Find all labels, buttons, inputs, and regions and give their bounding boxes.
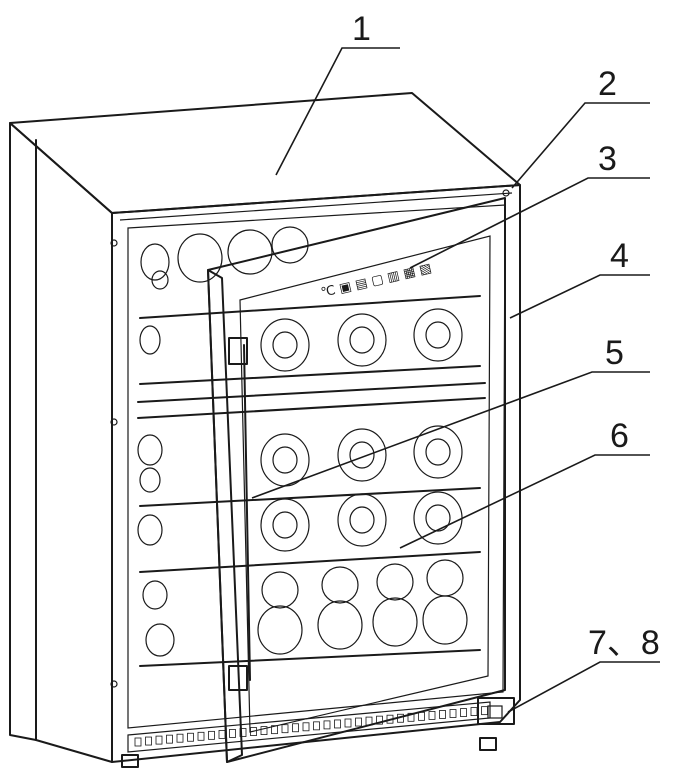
vent-grille xyxy=(127,701,491,753)
vent-hole xyxy=(470,707,478,716)
control-panel: ℃ ▣ ▤ ▢ ▥ ▦ ▧ xyxy=(320,261,434,301)
vent-hole xyxy=(386,714,394,724)
control-panel-display: ℃ ▣ ▤ ▢ ▥ ▦ ▧ xyxy=(320,261,434,301)
vent-hole xyxy=(260,726,268,735)
vent-hole xyxy=(208,730,215,740)
callout-3: 3 xyxy=(598,140,617,178)
vent-hole xyxy=(323,720,331,730)
vent-hole xyxy=(166,734,173,744)
door-handle xyxy=(228,337,251,691)
vent-hole xyxy=(292,723,299,733)
interior-shelves xyxy=(137,226,486,667)
vent-hole xyxy=(239,728,247,737)
vent-hole xyxy=(145,736,152,746)
callout-4: 4 xyxy=(610,237,629,275)
callout-1: 1 xyxy=(352,10,371,48)
vent-hole xyxy=(197,731,205,741)
vent-hole xyxy=(250,727,257,736)
glass-door xyxy=(207,197,506,763)
vent-hole xyxy=(334,719,341,729)
vent-hole xyxy=(460,708,467,717)
vent-hole xyxy=(281,724,289,734)
callout-6: 6 xyxy=(610,417,629,455)
vent-hole xyxy=(355,717,362,727)
vent-hole xyxy=(365,716,373,726)
vent-hole xyxy=(344,718,352,728)
vent-hole xyxy=(376,715,383,725)
callout-2: 2 xyxy=(598,65,617,103)
bottle-row-1 xyxy=(139,226,463,372)
vent-hole xyxy=(302,722,310,732)
vent-hole xyxy=(218,730,226,739)
bottle-row-4 xyxy=(142,559,468,657)
vent-hole xyxy=(229,729,236,738)
bottle-row-3 xyxy=(137,491,463,552)
vent-hole xyxy=(397,713,404,723)
callout-5: 5 xyxy=(605,334,624,372)
bottle-row-2 xyxy=(137,425,463,493)
vent-hole xyxy=(418,711,425,721)
vent-hole xyxy=(155,735,163,745)
callout-7-8: 7、8 xyxy=(588,624,660,662)
vent-hole xyxy=(187,732,194,742)
vent-hole xyxy=(134,737,142,747)
vent-hole xyxy=(176,733,184,743)
vent-hole xyxy=(449,709,457,718)
callout-labels: 1 2 3 4 5 6 7、8 xyxy=(352,10,660,662)
cabinet-body xyxy=(9,92,521,763)
vent-hole xyxy=(481,706,488,716)
vent-hole xyxy=(407,712,415,722)
vent-hole xyxy=(271,725,278,735)
vent-hole xyxy=(313,721,320,731)
callout-leaders xyxy=(251,47,660,713)
feet-and-lock xyxy=(121,697,515,768)
vent-hole xyxy=(428,711,436,720)
vent-hole xyxy=(439,710,446,719)
